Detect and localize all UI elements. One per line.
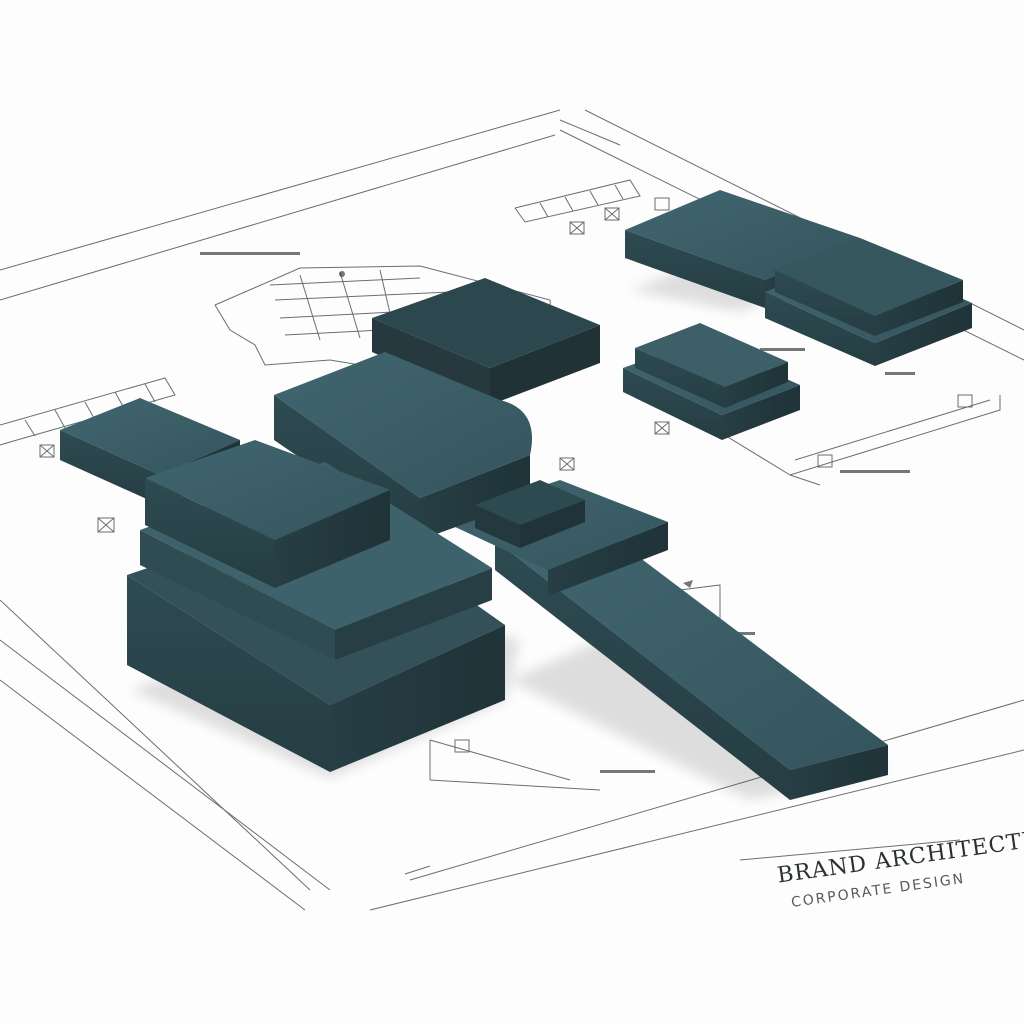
caption-title: BRAND ARCHITECTURE <box>776 822 1024 889</box>
long-strip <box>495 520 888 800</box>
block-center-rounded <box>274 352 585 548</box>
caption: BRAND ARCHITECTURE CORPORATE DESIGN <box>776 822 1024 911</box>
block-center-dark <box>372 278 600 405</box>
building-blocks <box>60 190 972 800</box>
block-top-right-b <box>765 238 972 366</box>
block-front-stack <box>127 440 505 772</box>
block-mid-right <box>623 323 800 440</box>
